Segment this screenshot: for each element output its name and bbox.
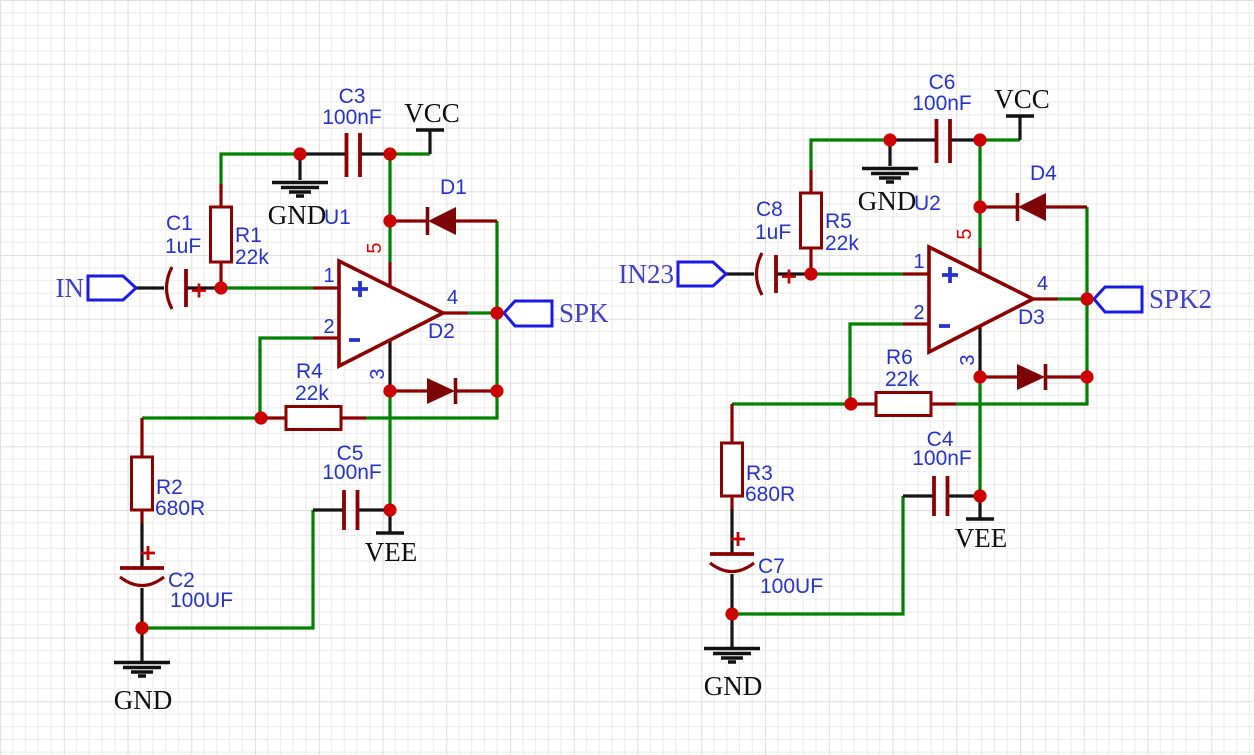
gnd-top-net-label[interactable]: GND <box>268 200 327 230</box>
r-bias-value-label[interactable]: 22k <box>235 246 269 269</box>
vcc-net-label[interactable]: VCC <box>404 98 460 128</box>
gnd-bottom-net-label[interactable]: GND <box>704 671 763 701</box>
vee-net-label[interactable]: VEE <box>955 523 1007 553</box>
r-fb-value-label[interactable]: 22k <box>885 368 919 391</box>
d-top-ref-label[interactable]: D4 <box>1030 162 1057 185</box>
channel-2-labels: C6 100nF VCC GND U2 C8 1uF R5 22k D4 IN2… <box>619 71 1213 701</box>
opamp-ref-label[interactable]: U1 <box>324 206 351 229</box>
r-gain-value-label[interactable]: 680R <box>155 497 205 520</box>
c-vee-ref-label[interactable]: C4 <box>927 428 954 451</box>
r-fb-ref-label[interactable]: R6 <box>886 346 913 369</box>
pin5-number: 5 <box>954 228 976 239</box>
r-bias-ref-label[interactable]: R1 <box>235 224 262 247</box>
c-vee-value-label[interactable]: 100nF <box>912 447 972 470</box>
pin1-number: 1 <box>913 251 924 273</box>
vee-net-label[interactable]: VEE <box>365 537 417 567</box>
c-in-value-label[interactable]: 1uF <box>755 221 791 244</box>
c-in-ref-label[interactable]: C1 <box>166 212 193 235</box>
gnd-top-net-label[interactable]: GND <box>858 186 917 216</box>
r-fb-value-label[interactable]: 22k <box>295 382 329 405</box>
c-gain-ref-label[interactable]: C7 <box>758 555 785 578</box>
r-gain-ref-label[interactable]: R2 <box>156 476 183 499</box>
r-bias-ref-label[interactable]: R5 <box>825 210 852 233</box>
pin2-number: 2 <box>913 302 924 324</box>
opamp-ref-label[interactable]: U2 <box>914 192 941 215</box>
c-in-ref-label[interactable]: C8 <box>756 198 783 221</box>
input-net-label[interactable]: IN23 <box>619 259 675 289</box>
r-fb-ref-label[interactable]: R4 <box>296 360 323 383</box>
r-bias-value-label[interactable]: 22k <box>825 232 859 255</box>
c-in-value-label[interactable]: 1uF <box>165 235 201 258</box>
output-net-label[interactable]: SPK2 <box>1149 284 1212 314</box>
vcc-net-label[interactable]: VCC <box>994 84 1050 114</box>
pin5-number: 5 <box>364 242 386 253</box>
c-top-ref-label[interactable]: C6 <box>929 71 956 94</box>
input-net-label[interactable]: IN <box>56 273 85 303</box>
pin4-number: 4 <box>1037 273 1048 295</box>
c-top-value-label[interactable]: 100nF <box>322 106 382 129</box>
c-vee-value-label[interactable]: 100nF <box>322 461 382 484</box>
c-top-ref-label[interactable]: C3 <box>339 85 366 108</box>
d-out-ref-label[interactable]: D2 <box>428 320 455 343</box>
pin3-number: 3 <box>957 354 979 365</box>
d-out-ref-label[interactable]: D3 <box>1018 306 1045 329</box>
pin1-number: 1 <box>323 265 334 287</box>
c-gain-value-label[interactable]: 100UF <box>170 589 233 612</box>
c-top-value-label[interactable]: 100nF <box>912 92 972 115</box>
d-top-ref-label[interactable]: D1 <box>440 176 467 199</box>
pin2-number: 2 <box>323 316 334 338</box>
pin3-number: 3 <box>367 368 389 379</box>
c-vee-ref-label[interactable]: C5 <box>337 442 364 465</box>
pin4-number: 4 <box>447 287 458 309</box>
r-gain-value-label[interactable]: 680R <box>745 483 795 506</box>
output-net-label[interactable]: SPK <box>559 298 609 328</box>
c-gain-value-label[interactable]: 100UF <box>760 575 823 598</box>
r-gain-ref-label[interactable]: R3 <box>746 462 773 485</box>
c-gain-ref-label[interactable]: C2 <box>168 569 195 592</box>
gnd-bottom-net-label[interactable]: GND <box>114 685 173 715</box>
channel-1-labels: C3 100nF VCC GND U1 C1 1uF R1 22k D1 IN … <box>56 85 610 715</box>
